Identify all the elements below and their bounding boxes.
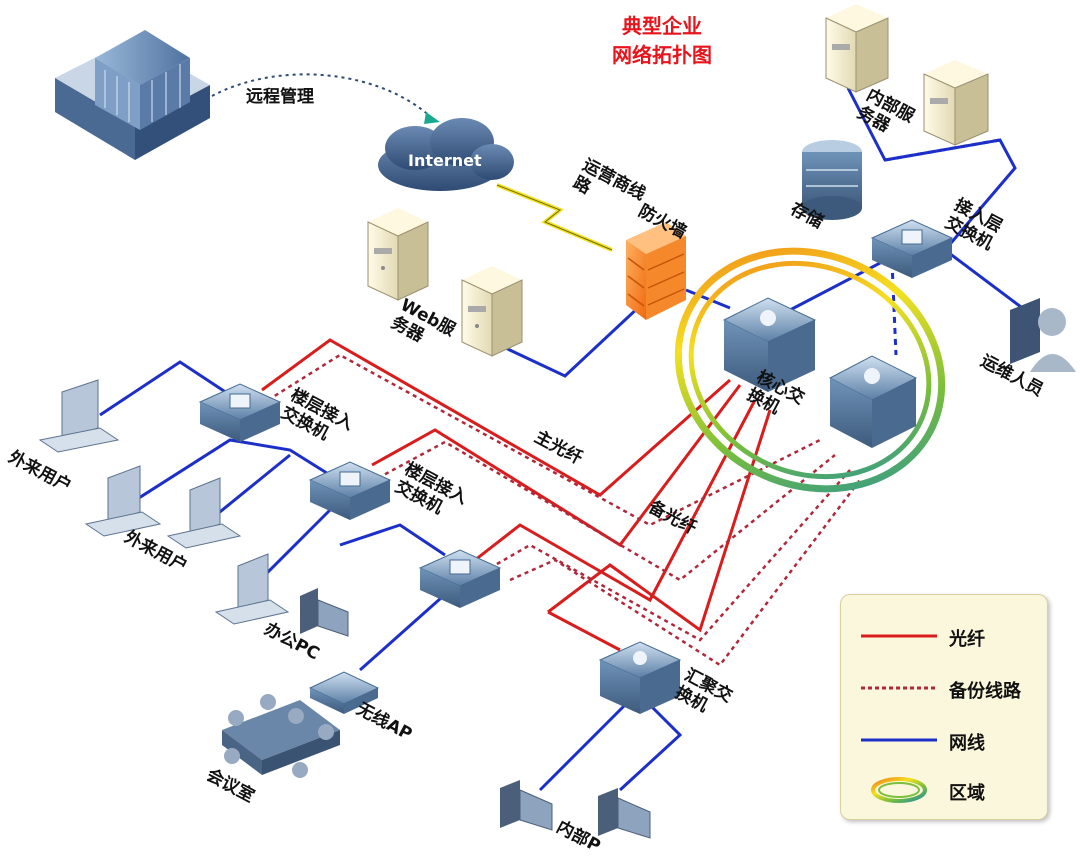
internal-pc-2 — [598, 788, 651, 839]
legend-row-zone: 区域 — [841, 775, 1047, 805]
legend-label-fiber: 光纤 — [949, 629, 985, 650]
ops-staff-icon — [1010, 298, 1076, 372]
legend-row-ethernet: 网线 — [841, 725, 1047, 755]
web-server-2 — [461, 266, 523, 357]
internet-label: Internet — [408, 151, 482, 170]
legend-swatch-backup — [861, 686, 937, 690]
guest-laptop-1 — [38, 379, 120, 453]
title-line-2: 网络拓扑图 — [612, 43, 712, 67]
remote-mgmt-label: 远程管理 — [246, 87, 314, 107]
title-line-1: 典型企业 — [622, 14, 702, 38]
floor-switch-2 — [308, 461, 392, 520]
meeting-room-icon — [222, 694, 340, 778]
internal-pc-1 — [500, 780, 553, 831]
guest-laptop-3 — [166, 477, 242, 549]
legend: 光纤 备份线路 网线 区域 — [840, 594, 1048, 820]
firewall-icon — [626, 222, 686, 320]
legend-label-zone: 区域 — [949, 783, 985, 804]
guest-laptop-2 — [84, 465, 162, 537]
internet-cloud — [378, 118, 514, 191]
floor-switch-1 — [198, 383, 282, 442]
remote-building — [55, 30, 210, 160]
guest-laptop-4 — [214, 553, 290, 625]
web-server-1 — [367, 208, 429, 301]
fiber-links — [261, 338, 772, 652]
legend-swatch-ethernet — [861, 738, 937, 742]
legend-label-backup: 备份线路 — [949, 681, 1021, 702]
office-pc — [300, 588, 349, 637]
diagram-title: 典型企业 网络拓扑图 — [612, 12, 712, 70]
backup-links — [267, 353, 861, 667]
legend-swatch-fiber — [861, 634, 937, 638]
internal-server-1 — [825, 4, 889, 93]
server-dashed-link — [884, 138, 1001, 162]
core-zone-ring — [674, 247, 946, 493]
core-switch-2 — [828, 355, 918, 448]
legend-label-ethernet: 网线 — [949, 733, 985, 754]
aggregation-switch — [598, 641, 682, 714]
internal-server-2 — [923, 60, 989, 146]
core-switch-1 — [722, 297, 817, 392]
ethernet-links — [99, 87, 1026, 792]
legend-row-fiber: 光纤 — [841, 621, 1047, 651]
floor-switch-3 — [418, 549, 502, 608]
legend-row-backup: 备份线路 — [841, 673, 1047, 703]
legend-swatch-zone — [871, 777, 927, 803]
access-layer-switch — [870, 219, 954, 278]
storage-icon — [802, 140, 862, 220]
remote-mgmt-link — [211, 73, 433, 119]
wireless-ap — [308, 671, 380, 714]
